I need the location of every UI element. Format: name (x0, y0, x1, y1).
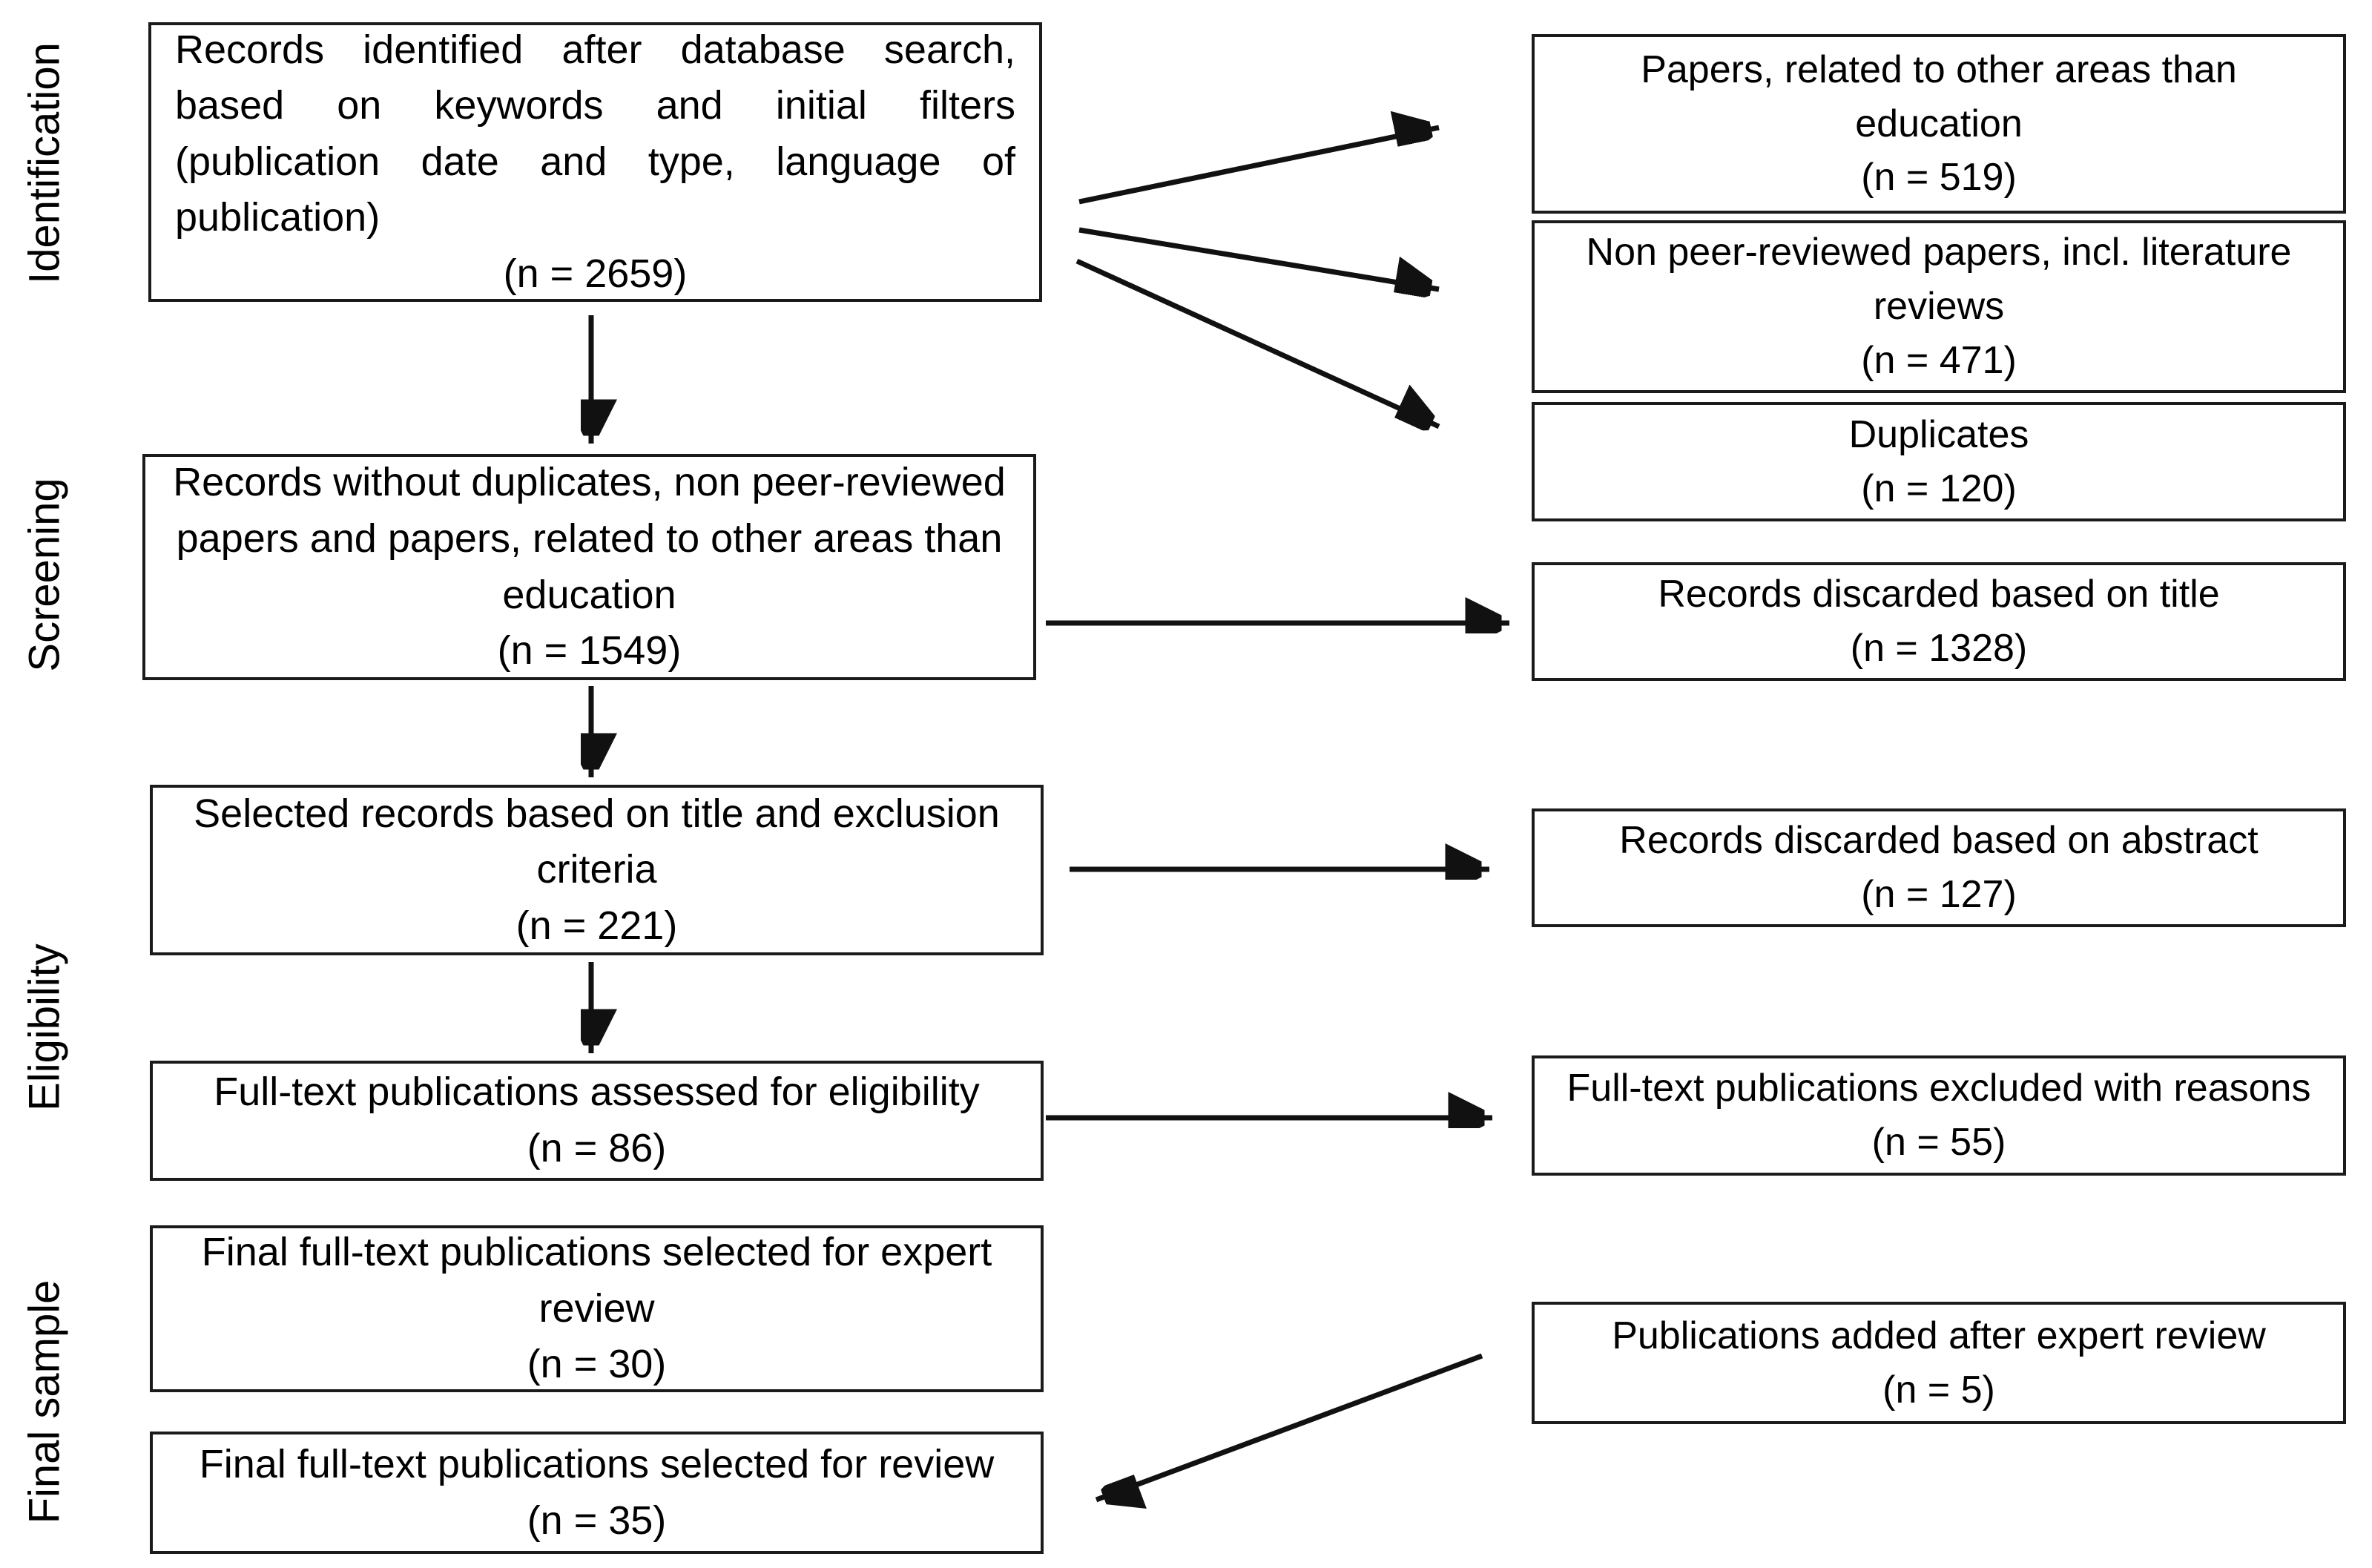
box-full-text-excluded-count: (n = 55) (1871, 1121, 2006, 1164)
box-selected-records-count: (n = 221) (515, 903, 678, 948)
box-papers-other-areas-text: Papers, related to other areas than educ… (1641, 47, 2237, 145)
box-papers-other-areas-count: (n = 519) (1861, 156, 2017, 200)
box-publications-added-count: (n = 5) (1882, 1368, 1995, 1411)
box-final-selected-review-text: Final full-text publications selected fo… (199, 1441, 995, 1486)
box-records-discarded-abstract: Records discarded based on abstract (n =… (1532, 808, 2346, 927)
box-duplicates-count: (n = 120) (1861, 467, 2017, 510)
box-final-expert-review-text: Final full-text publications selected fo… (201, 1230, 992, 1331)
box-records-identified: Records identified after database search… (148, 22, 1042, 302)
box-full-text-assessed-count: (n = 86) (527, 1126, 667, 1170)
box-records-without-duplicates-text: Records without duplicates, non peer-rev… (173, 460, 1006, 617)
box-records-identified-count: (n = 2659) (503, 251, 688, 296)
arrow-identified-to-papers-other-areas (1078, 128, 1440, 205)
box-publications-added-expert-review: Publications added after expert review (… (1532, 1302, 2346, 1424)
box-non-peer-reviewed-text: Non peer-reviewed papers, incl. literatu… (1586, 231, 2292, 329)
box-final-expert-review-count: (n = 30) (527, 1342, 667, 1387)
box-discarded-abstract-text: Records discarded based on abstract (1619, 819, 2259, 863)
box-final-selected-review-count: (n = 35) (527, 1498, 667, 1543)
box-records-without-duplicates-count: (n = 1549) (497, 628, 682, 673)
box-records-identified-text: Records identified after database search… (175, 27, 1015, 240)
box-selected-records-title-criteria: Selected records based on title and excl… (150, 785, 1044, 955)
box-discarded-title-count: (n = 1328) (1850, 627, 2028, 670)
box-final-selected-expert-review: Final full-text publications selected fo… (150, 1225, 1044, 1392)
box-discarded-title-text: Records discarded based on title (1658, 573, 2220, 616)
box-selected-records-text: Selected records based on title and excl… (194, 791, 1000, 892)
arrow-identified-to-duplicates (1075, 258, 1439, 426)
box-non-peer-reviewed-papers: Non peer-reviewed papers, incl. literatu… (1532, 220, 2346, 393)
box-papers-other-areas: Papers, related to other areas than educ… (1532, 34, 2346, 214)
box-publications-added-text: Publications added after expert review (1612, 1314, 2266, 1357)
stage-label-eligibility: Eligibility (20, 943, 69, 1111)
arrow-identified-to-non-peer-reviewed (1078, 227, 1440, 289)
box-non-peer-reviewed-count: (n = 471) (1861, 338, 2017, 382)
box-full-text-assessed: Full-text publications assessed for elig… (150, 1061, 1044, 1181)
box-duplicates: Duplicates (n = 120) (1532, 402, 2346, 521)
box-full-text-excluded-text: Full-text publications excluded with rea… (1566, 1067, 2311, 1110)
arrow-publications-added-to-final-review (1095, 1353, 1483, 1500)
box-records-discarded-title: Records discarded based on title (n = 13… (1532, 562, 2346, 681)
box-duplicates-text: Duplicates (1848, 412, 2029, 456)
box-full-text-assessed-text: Full-text publications assessed for elig… (214, 1070, 980, 1115)
stage-label-final-sample: Final sample (20, 1279, 69, 1524)
box-full-text-excluded: Full-text publications excluded with rea… (1532, 1055, 2346, 1176)
box-records-without-duplicates: Records without duplicates, non peer-rev… (142, 454, 1036, 680)
box-final-selected-review: Final full-text publications selected fo… (150, 1432, 1044, 1554)
stage-label-screening: Screening (20, 478, 69, 672)
box-discarded-abstract-count: (n = 127) (1861, 873, 2017, 916)
stage-label-identification: Identification (20, 42, 69, 284)
